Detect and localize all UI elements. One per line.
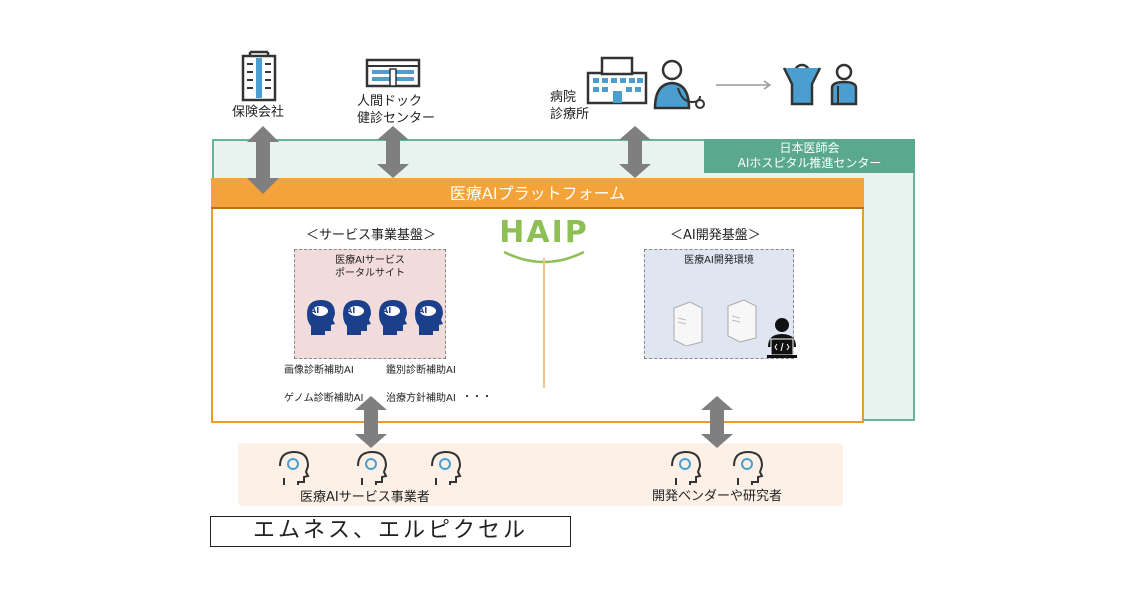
checkup-link-arrow bbox=[377, 126, 409, 178]
developer-at-laptop-icon bbox=[767, 318, 797, 358]
hospital-label-line1: 病院 bbox=[550, 90, 577, 105]
ai-service-providers-icon bbox=[279, 450, 462, 485]
insurance-label: 保険会社 bbox=[232, 105, 285, 120]
providers-link-arrow bbox=[355, 396, 387, 448]
ai-service-heads-icon bbox=[307, 300, 443, 335]
portal-label-line2: ポータルサイト bbox=[335, 268, 405, 279]
providers-label: 医療AIサービス事業者 bbox=[300, 490, 430, 505]
portal-label-line1: 医療AIサービス bbox=[335, 255, 405, 266]
service-item-genome-diagnosis: ゲノム診断補助AI bbox=[284, 393, 364, 404]
checkup-label-line2: 健診センター bbox=[357, 111, 436, 126]
vendors-label: 開発ベンダーや研究者 bbox=[652, 489, 783, 504]
ai-dev-environment-box: 医療AI開発環境 bbox=[644, 249, 794, 359]
patients-icon bbox=[782, 63, 858, 106]
service-item-ellipsis: ・・・ bbox=[462, 392, 492, 403]
jma-name: 日本医師会 bbox=[779, 141, 840, 155]
patient-flow-arrow-icon bbox=[716, 80, 772, 90]
ai-hospital-center-header: 日本医師会 AIホスピタル推進センター bbox=[704, 139, 915, 173]
ai-badge-3: AI bbox=[382, 306, 392, 315]
service-item-treatment-policy: 治療方針補助AI bbox=[386, 393, 456, 404]
hospital-link-arrow bbox=[619, 126, 651, 178]
checkup-label-line1: 人間ドック bbox=[357, 94, 423, 109]
ai-badge-4: AI bbox=[418, 306, 428, 315]
office-building-icon bbox=[241, 50, 277, 102]
service-base-title: ＜サービス事業基盤＞ bbox=[306, 228, 437, 243]
credit-caption: エムネス、エルピクセル bbox=[210, 516, 571, 547]
platform-title: 医療AIプラットフォーム bbox=[211, 178, 864, 209]
hospital-label-line2: 診療所 bbox=[550, 107, 590, 122]
jma-center-name: AIホスピタル推進センター bbox=[737, 156, 882, 170]
doctor-with-stethoscope-icon bbox=[653, 59, 705, 110]
dev-env-label: 医療AI開発環境 bbox=[684, 255, 754, 266]
ai-badge-2: AI bbox=[346, 306, 356, 315]
hospital-icon bbox=[586, 56, 648, 105]
clinic-building-icon bbox=[365, 58, 421, 88]
vendors-researchers-icon bbox=[671, 450, 764, 485]
insurance-link-arrow bbox=[247, 126, 279, 194]
haip-logo-text: HAIP bbox=[499, 215, 589, 250]
ai-badge-1: AI bbox=[310, 306, 320, 315]
vendors-link-arrow bbox=[701, 396, 733, 448]
ai-dev-base-title: ＜AI開発基盤＞ bbox=[670, 228, 761, 243]
service-item-differential-diagnosis: 鑑別診断補助AI bbox=[386, 365, 456, 376]
service-item-image-diagnosis: 画像診断補助AI bbox=[284, 365, 354, 376]
servers-icon bbox=[673, 299, 757, 346]
platform-divider bbox=[543, 258, 545, 388]
